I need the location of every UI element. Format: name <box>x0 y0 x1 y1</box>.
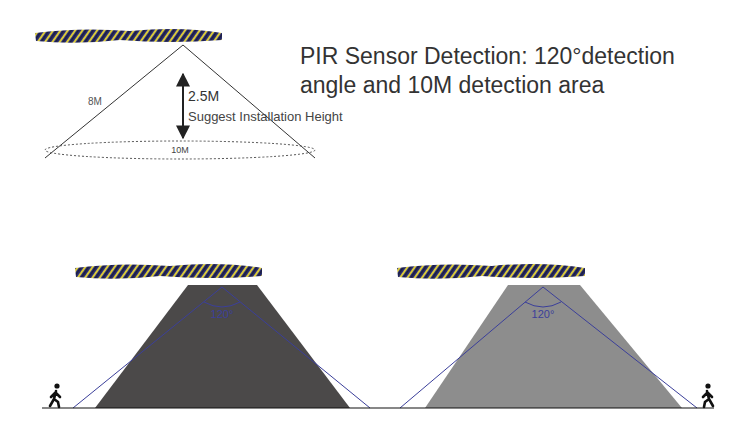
detection-zone <box>425 285 682 408</box>
angle-value: 120° <box>532 308 555 321</box>
detection-area <box>45 141 315 159</box>
height-value: 2.5M <box>188 88 219 104</box>
detection-cone <box>45 45 315 158</box>
angle-line <box>400 287 697 408</box>
detection-zone <box>95 285 350 408</box>
person-icon <box>703 383 713 407</box>
ground-line <box>42 407 714 408</box>
person-icon <box>50 383 60 407</box>
diameter-value: 10M <box>169 145 191 155</box>
angle-arc <box>525 302 561 307</box>
angle-arc <box>204 302 240 307</box>
slant-length: 8M <box>88 96 102 108</box>
sensor-body <box>397 264 585 279</box>
angle-line <box>73 287 370 408</box>
height-arrow <box>182 74 184 138</box>
title: PIR Sensor Detection: 120°detection angl… <box>300 42 715 100</box>
sensor-body <box>75 264 262 279</box>
height-note: Suggest Installation Height <box>188 110 343 125</box>
sensor-body <box>35 29 222 43</box>
angle-value: 120° <box>211 308 234 321</box>
